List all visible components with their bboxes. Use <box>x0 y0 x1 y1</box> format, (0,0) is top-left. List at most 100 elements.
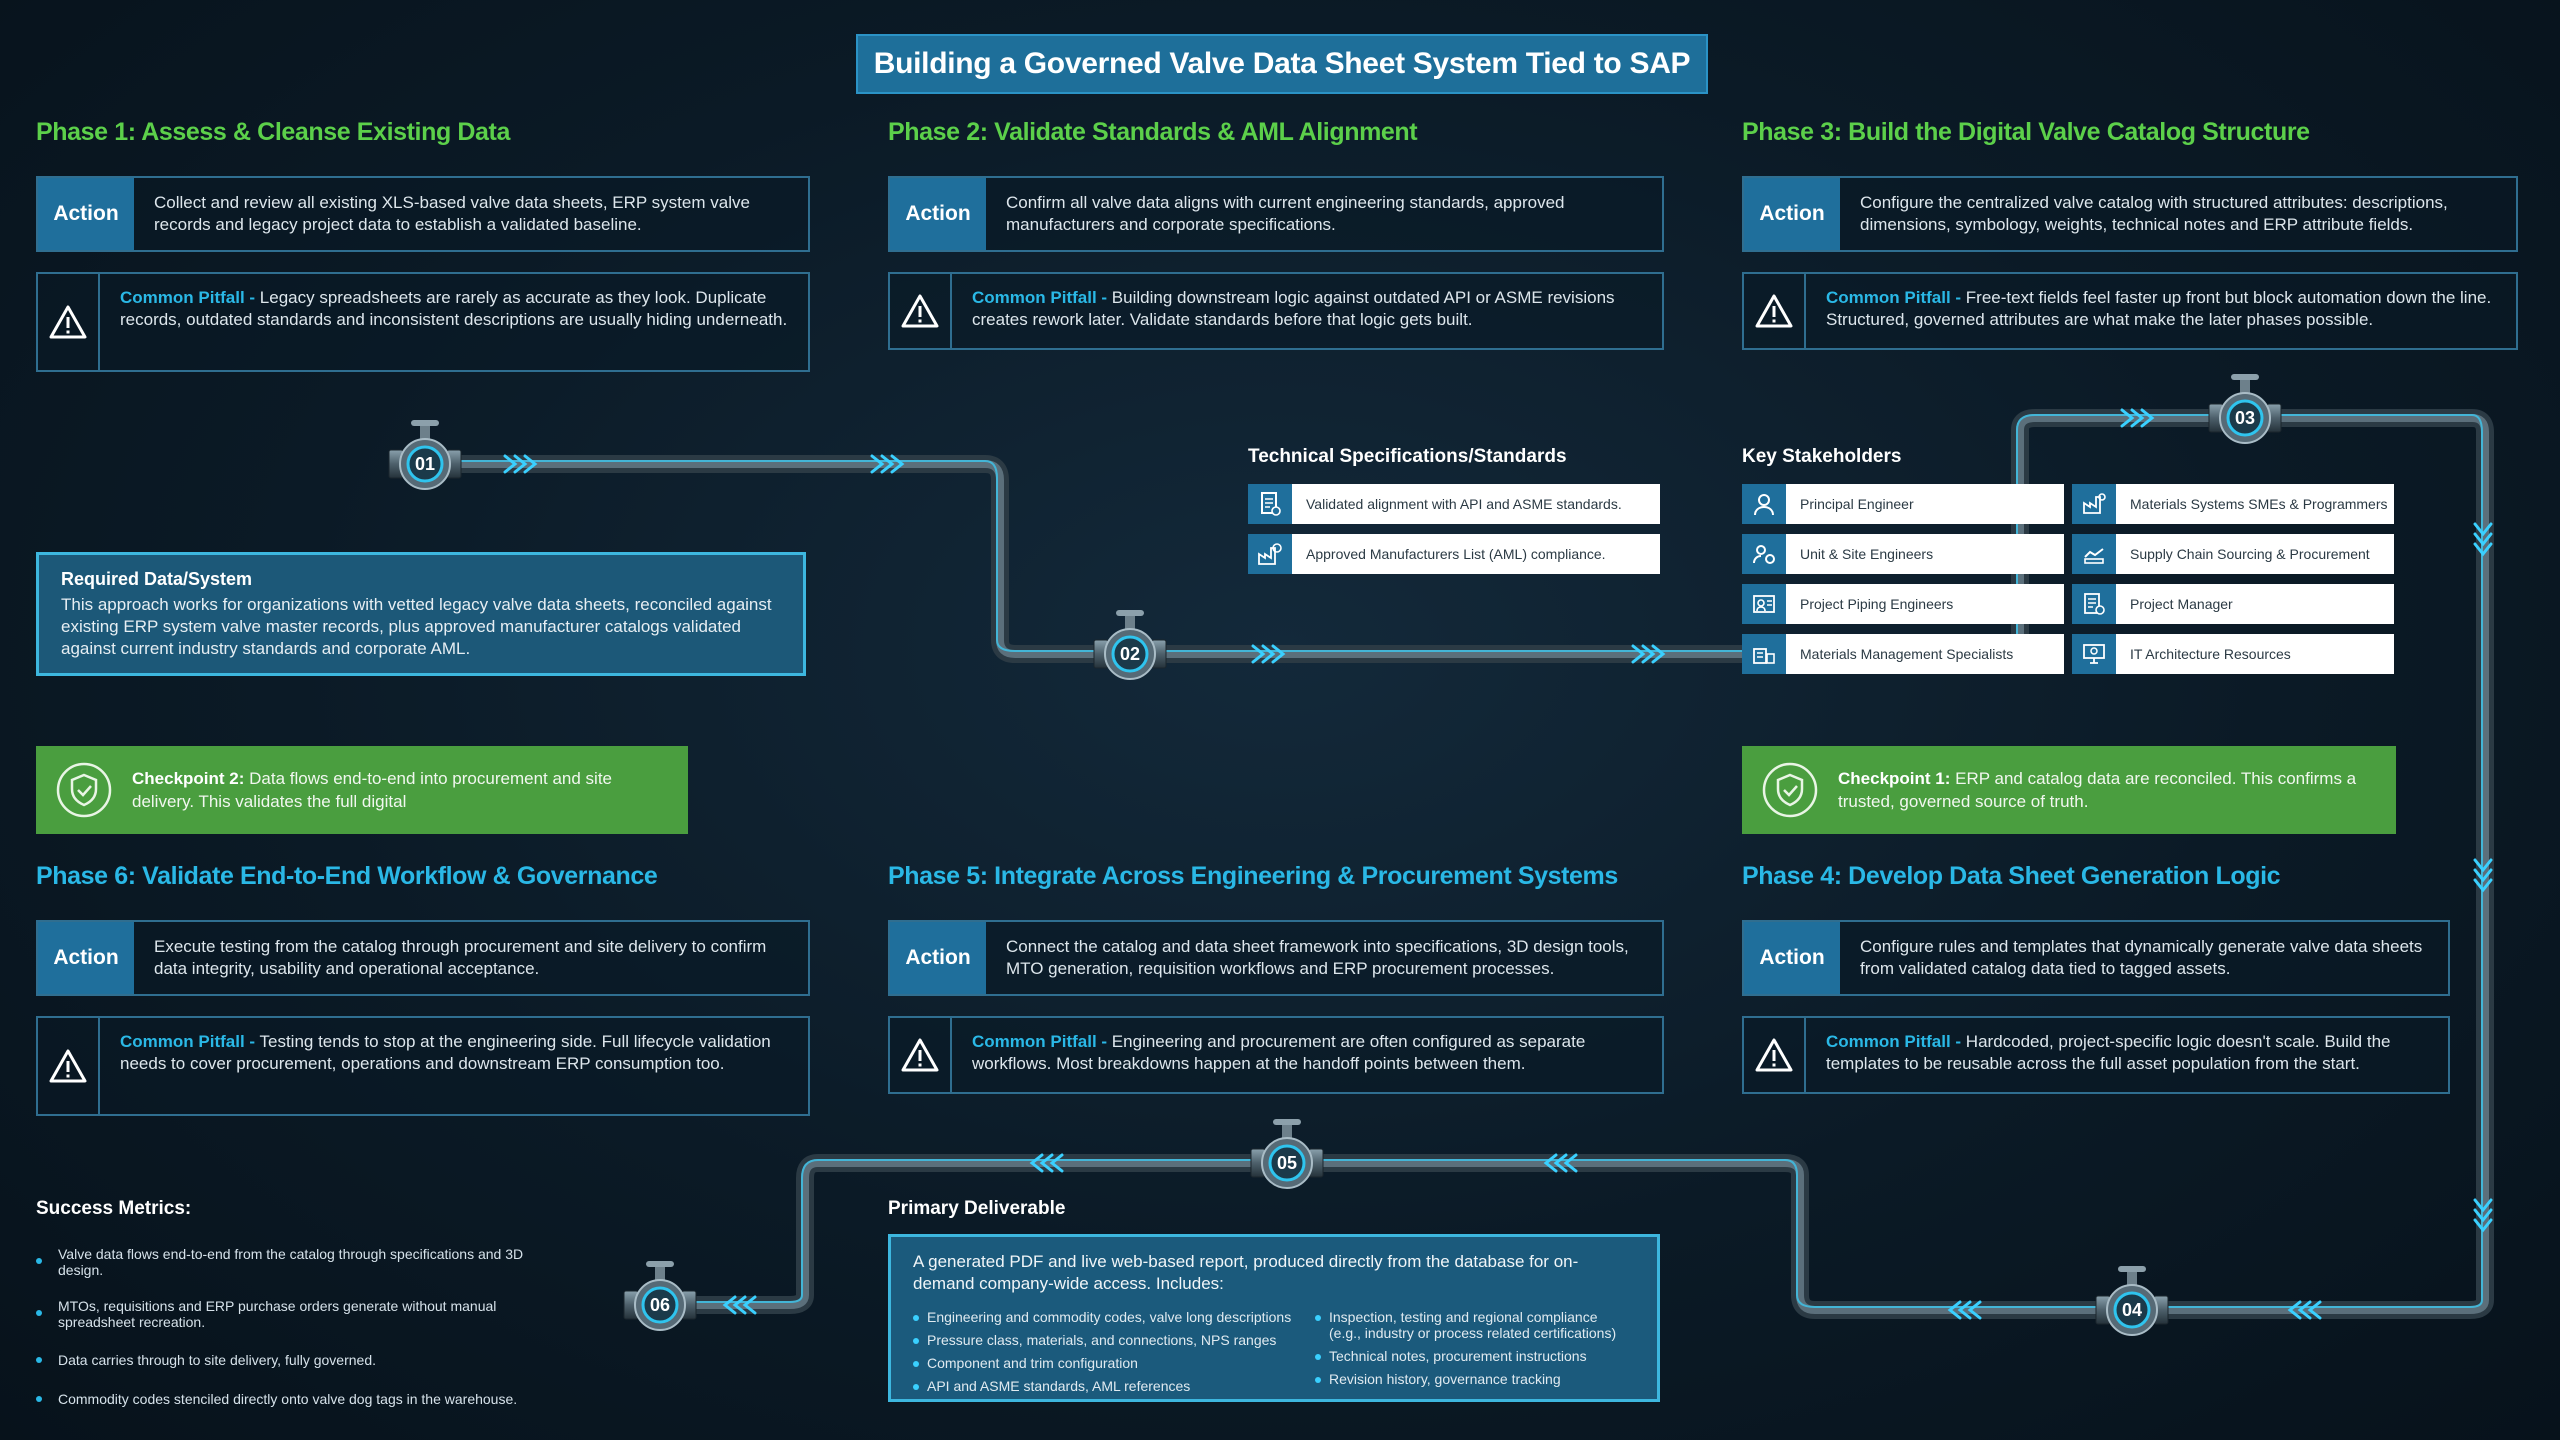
shield-check-icon <box>1762 762 1818 818</box>
stakeholder-item: Project Manager <box>2072 584 2394 624</box>
action-label: Action <box>38 922 134 994</box>
materials-management-icon <box>1742 634 1786 674</box>
stakeholders-title: Key Stakeholders <box>1742 446 1902 467</box>
phase-3-action: Action Configure the centralized valve c… <box>1742 176 2518 252</box>
deliverable-item: Component and trim configuration <box>927 1355 1138 1371</box>
phase-4-pitfall: Common Pitfall - Hardcoded, project-spec… <box>1742 1016 2450 1094</box>
success-metrics-title: Success Metrics: <box>36 1198 192 1219</box>
supply-chain-icon <box>2072 534 2116 574</box>
pitfall-label: Common Pitfall - <box>1826 288 1962 307</box>
phase-6-action-text: Execute testing from the catalog through… <box>154 937 767 978</box>
primary-deliverable-title: Primary Deliverable <box>888 1198 1066 1219</box>
flow-chevrons <box>503 408 2493 1320</box>
phase-1-pitfall: Common Pitfall - Legacy spreadsheets are… <box>36 272 810 372</box>
phase-2-pitfall-text: Building downstream logic against outdat… <box>972 288 1615 329</box>
success-metric-item: Valve data flows end-to-end from the cat… <box>58 1246 524 1278</box>
phase-5-pitfall: Common Pitfall - Engineering and procure… <box>888 1016 1664 1094</box>
stakeholder-label: Materials Management Specialists <box>1786 634 2064 674</box>
stakeholder-item: IT Architecture Resources <box>2072 634 2394 674</box>
phase-3-pitfall-text: Free-text fields feel faster up front bu… <box>1826 288 2492 329</box>
bullet-dot <box>1315 1354 1321 1360</box>
phase-2-title: Phase 2: Validate Standards & AML Alignm… <box>888 118 1418 146</box>
warning-icon <box>38 1018 100 1114</box>
phase-6-pitfall: Common Pitfall - Testing tends to stop a… <box>36 1016 810 1116</box>
phase-1-action: Action Collect and review all existing X… <box>36 176 810 252</box>
phase-4-pitfall-text: Hardcoded, project-specific logic doesn'… <box>1826 1032 2391 1073</box>
valve-05: 05 <box>1250 1119 1324 1189</box>
pitfall-label: Common Pitfall - <box>1826 1032 1962 1051</box>
tech-specs-list: Validated alignment with API and ASME st… <box>1248 484 1660 574</box>
bullet-dot <box>1315 1315 1321 1321</box>
required-data-box: Required Data/System This approach works… <box>36 552 806 676</box>
bullet-dot <box>913 1315 919 1321</box>
checkpoint-1: Checkpoint 1: ERP and catalog data are r… <box>1742 746 2396 834</box>
phase-2-action: Action Confirm all valve data aligns wit… <box>888 176 1664 252</box>
deliverable-item: Revision history, governance tracking <box>1329 1371 1561 1387</box>
warning-icon <box>890 1018 952 1092</box>
action-label: Action <box>890 178 986 250</box>
stakeholder-label: Materials Systems SMEs & Programmers <box>2116 484 2394 524</box>
phase-1-action-text: Collect and review all existing XLS-base… <box>154 193 750 234</box>
warning-icon <box>1744 1018 1806 1092</box>
phase-5-action: Action Connect the catalog and data shee… <box>888 920 1664 996</box>
phase-4-title: Phase 4: Develop Data Sheet Generation L… <box>1742 862 2281 890</box>
factory-checklist-icon <box>1248 534 1292 574</box>
checkpoint-1-text: ERP and catalog data are reconciled. Thi… <box>1838 769 2357 811</box>
action-label: Action <box>1744 922 1840 994</box>
shield-check-icon <box>56 762 112 818</box>
it-architecture-icon <box>2072 634 2116 674</box>
phase-1-pitfall-text: Legacy spreadsheets are rarely as accura… <box>120 288 788 329</box>
stakeholder-label: Project Manager <box>2116 584 2394 624</box>
warning-icon <box>38 274 100 370</box>
action-label: Action <box>38 178 134 250</box>
checkpoint-1-label: Checkpoint 1: <box>1838 769 1951 788</box>
deliverable-item: Inspection, testing and regional complia… <box>1329 1309 1617 1341</box>
phase-5-pitfall-text: Engineering and procurement are often co… <box>972 1032 1586 1073</box>
valve-02: 02 <box>1093 610 1167 680</box>
phase-3-pitfall: Common Pitfall - Free-text fields feel f… <box>1742 272 2518 350</box>
phase-6-title: Phase 6: Validate End-to-End Workflow & … <box>36 862 658 890</box>
success-metric-item: MTOs, requisitions and ERP purchase orde… <box>58 1298 497 1330</box>
stakeholder-item: Principal Engineer <box>1742 484 2064 524</box>
phase-3-action-text: Configure the centralized valve catalog … <box>1860 193 2448 234</box>
spec-item-text: Validated alignment with API and ASME st… <box>1292 484 1660 524</box>
warning-icon <box>890 274 952 348</box>
phase-2-action-text: Confirm all valve data aligns with curre… <box>1006 193 1565 234</box>
bullet-dot <box>36 1310 42 1316</box>
valve-number-label: 05 <box>1277 1153 1297 1173</box>
site-engineer-icon <box>1742 534 1786 574</box>
spec-item: Approved Manufacturers List (AML) compli… <box>1248 534 1660 574</box>
phase-6-action: Action Execute testing from the catalog … <box>36 920 810 996</box>
deliverable-item: Technical notes, procurement instruction… <box>1329 1348 1587 1364</box>
pitfall-label: Common Pitfall - <box>120 1032 256 1051</box>
valve-number-label: 02 <box>1120 644 1140 664</box>
stakeholder-item: Materials Systems SMEs & Programmers <box>2072 484 2394 524</box>
stakeholders-grid: Principal Engineer Materials Systems SME… <box>1742 484 2396 680</box>
valve-01: 01 <box>388 420 462 490</box>
success-metric-item: Data carries through to site delivery, f… <box>58 1352 377 1368</box>
warning-icon <box>1744 274 1806 348</box>
deliverable-item: Engineering and commodity codes, valve l… <box>927 1309 1292 1325</box>
piping-engineer-icon <box>1742 584 1786 624</box>
phase-2-pitfall: Common Pitfall - Building downstream log… <box>888 272 1664 350</box>
engineer-icon <box>1742 484 1786 524</box>
valve-06: 06 <box>623 1261 697 1331</box>
phase-5-title: Phase 5: Integrate Across Engineering & … <box>888 862 1618 890</box>
checkpoint-2-label: Checkpoint 2: <box>132 769 245 788</box>
primary-deliverable-box: A generated PDF and live web-based repor… <box>888 1234 1660 1402</box>
phase-6-pitfall-text: Testing tends to stop at the engineering… <box>120 1032 771 1073</box>
phase-5-action-text: Connect the catalog and data sheet frame… <box>1006 937 1629 978</box>
phase-1-title: Phase 1: Assess & Cleanse Existing Data <box>36 118 510 146</box>
phase-3-title: Phase 3: Build the Digital Valve Catalog… <box>1742 118 2310 146</box>
checkpoint-2-text: Data flows end-to-end into procurement a… <box>132 769 613 811</box>
materials-sme-icon <box>2072 484 2116 524</box>
bullet-dot <box>1315 1377 1321 1383</box>
stakeholder-label: Project Piping Engineers <box>1786 584 2064 624</box>
tech-specs-title: Technical Specifications/Standards <box>1248 446 1567 467</box>
checkpoint-2: Checkpoint 2: Data flows end-to-end into… <box>36 746 688 834</box>
stakeholder-item: Project Piping Engineers <box>1742 584 2064 624</box>
required-data-title: Required Data/System <box>61 569 253 589</box>
phase-4-action: Action Configure rules and templates tha… <box>1742 920 2450 996</box>
action-label: Action <box>1744 178 1840 250</box>
